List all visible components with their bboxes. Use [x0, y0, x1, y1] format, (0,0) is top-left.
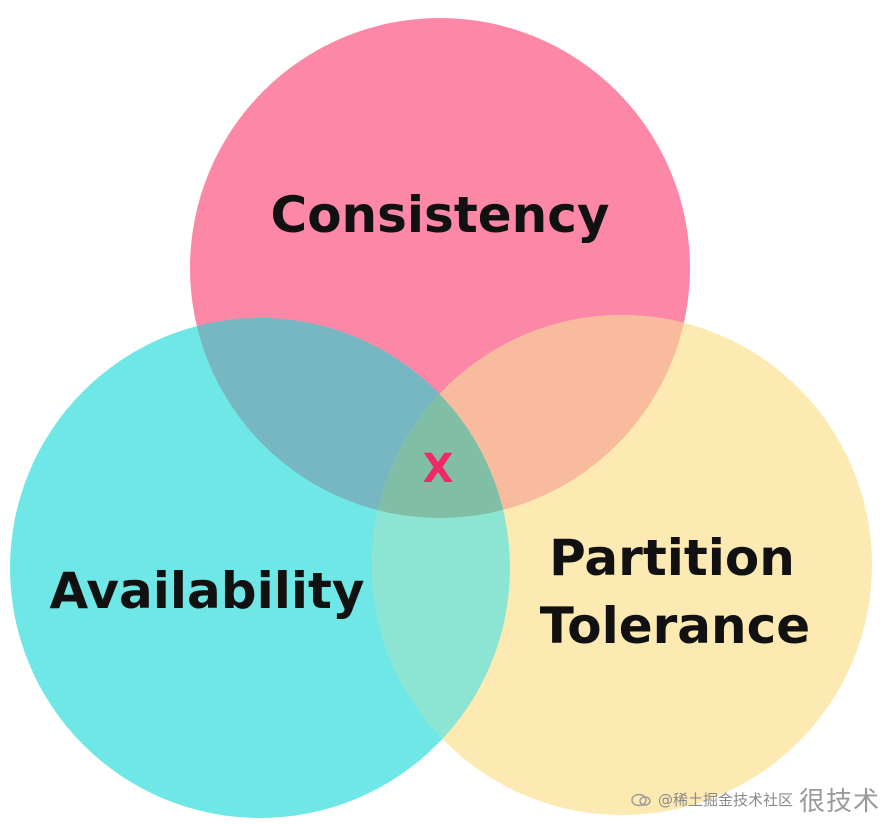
partition-label-line-2: Tolerance [540, 597, 810, 655]
consistency-partition-overlap [372, 315, 690, 518]
partition-label-line-1: Partition [549, 529, 795, 587]
center-x-mark: X [423, 446, 454, 492]
watermark: @稀土掘金技术社区 很技术 [630, 781, 880, 818]
chat-bubble-icon [631, 793, 651, 806]
availability-label: Availability [50, 562, 365, 620]
watermark-overlay-text: 很技术 [798, 787, 880, 817]
watermark-text: @稀土掘金技术社区 [657, 791, 793, 809]
consistency-label: Consistency [271, 186, 610, 244]
consistency-availability-overlap [190, 318, 510, 518]
